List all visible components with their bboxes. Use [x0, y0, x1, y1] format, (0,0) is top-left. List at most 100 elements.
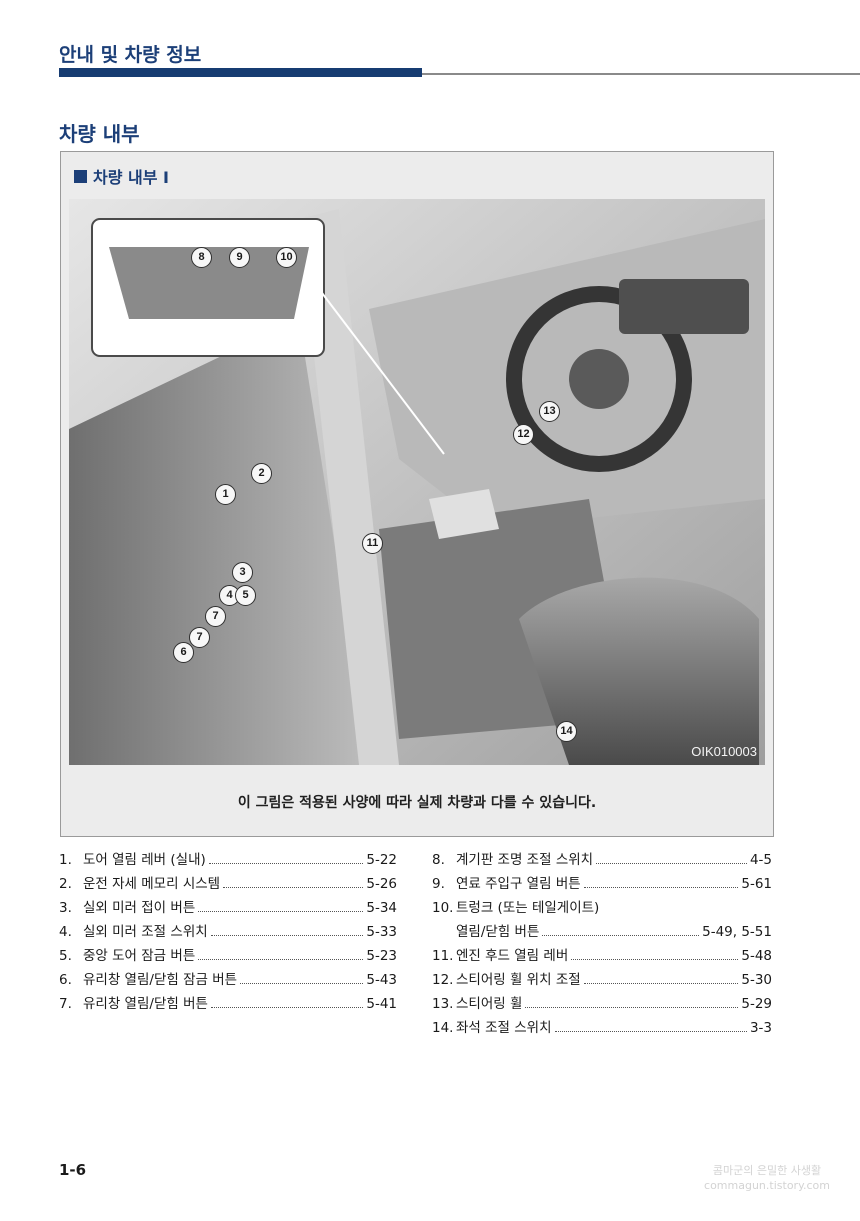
list-item: 10. 트렁크 (또는 테일게이트) [432, 896, 772, 920]
door-panel-shape [69, 319, 369, 765]
item-label: 실외 미러 조절 스위치 [83, 924, 208, 940]
item-label: 운전 자세 메모리 시스템 [83, 876, 221, 892]
item-label: 연료 주입구 열림 버튼 [456, 876, 581, 892]
item-label: 도어 열림 레버 (실내) [83, 852, 206, 868]
item-page: 5-61 [741, 876, 772, 892]
item-page: 5-41 [366, 996, 397, 1012]
callout-7a: 7 [205, 606, 226, 627]
callout-8: 8 [191, 247, 212, 268]
item-number: 11. [432, 948, 454, 964]
item-number: 7. [59, 996, 72, 1012]
item-label: 스티어링 휠 위치 조절 [456, 972, 581, 988]
figure-label: 차량 내부 I [74, 164, 169, 188]
item-page: 5-23 [366, 948, 397, 964]
figure-box: 차량 내부 I [60, 151, 774, 837]
steering-hub-shape [569, 349, 629, 409]
list-item: 3. 실외 미러 접이 버튼 5-34 [59, 896, 397, 920]
item-label: 좌석 조절 스위치 [456, 1020, 552, 1036]
item-page: 5-49, 5-51 [702, 924, 772, 940]
item-page: 5-43 [366, 972, 397, 988]
list-item: 12. 스티어링 휠 위치 조절 5-30 [432, 968, 772, 992]
leader-dots [554, 1020, 747, 1032]
leader-dots [525, 996, 739, 1008]
item-label: 중앙 도어 잠금 버튼 [83, 948, 196, 964]
figure-caption: 이 그림은 적용된 사양에 따라 실제 차량과 다를 수 있습니다. [237, 795, 597, 811]
list-item: 8. 계기판 조명 조절 스위치 4-5 [432, 848, 772, 872]
list-item-continuation: 열림/닫힘 버튼 5-49, 5-51 [432, 920, 772, 944]
item-label: 엔진 후드 열림 레버 [456, 948, 569, 964]
list-item: 7. 유리창 열림/닫힘 버튼 5-41 [59, 992, 397, 1016]
callout-14: 14 [556, 721, 577, 742]
leader-dots [583, 876, 739, 888]
header-title: 안내 및 차량 정보 [59, 44, 202, 66]
callout-3: 3 [232, 562, 253, 583]
item-label: 트렁크 (또는 테일게이트) [456, 900, 600, 916]
leader-dots [596, 852, 747, 864]
header-rule-thick [59, 68, 422, 77]
vehicle-interior-illustration: 8 9 10 1 2 3 4 5 7 7 6 11 12 13 14 OIK01… [69, 199, 765, 765]
item-page: 5-22 [366, 852, 397, 868]
interior-drawing [69, 199, 765, 765]
leader-dots [210, 924, 364, 936]
callout-7b: 7 [189, 627, 210, 648]
item-number: 5. [59, 948, 72, 964]
list-item: 14. 좌석 조절 스위치 3-3 [432, 1016, 772, 1040]
item-number: 6. [59, 972, 72, 988]
item-number: 8. [432, 852, 445, 868]
list-item: 11. 엔진 후드 열림 레버 5-48 [432, 944, 772, 968]
item-page: 5-34 [366, 900, 397, 916]
image-code: OIK010003 [691, 744, 757, 759]
item-label: 스티어링 휠 [456, 996, 523, 1012]
section-title: 차량 내부 [59, 122, 140, 146]
callout-10: 10 [276, 247, 297, 268]
header-rule-thin [422, 73, 860, 75]
list-item: 13. 스티어링 휠 5-29 [432, 992, 772, 1016]
list-item: 5. 중앙 도어 잠금 버튼 5-23 [59, 944, 397, 968]
list-item: 4. 실외 미러 조절 스위치 5-33 [59, 920, 397, 944]
item-label: 유리창 열림/닫힘 버튼 [83, 996, 208, 1012]
inset-pointer-line [318, 288, 445, 455]
callout-6: 6 [173, 642, 194, 663]
item-number: 4. [59, 924, 72, 940]
leader-dots [210, 996, 364, 1008]
item-page: 5-48 [741, 948, 772, 964]
square-bullet-icon [74, 169, 87, 183]
leader-dots [223, 876, 364, 888]
item-label: 열림/닫힘 버튼 [456, 924, 540, 940]
item-label: 실외 미러 접이 버튼 [83, 900, 196, 916]
component-list-right: 8. 계기판 조명 조절 스위치 4-5 9. 연료 주입구 열림 버튼 5-6… [432, 848, 772, 1040]
item-page: 5-33 [366, 924, 397, 940]
leader-dots [571, 948, 739, 960]
leader-dots [542, 924, 700, 936]
leader-dots [240, 972, 364, 984]
item-number: 10. [432, 900, 454, 916]
steering-wheel-shape [506, 286, 692, 472]
inset-switch-block [109, 247, 309, 319]
item-number: 3. [59, 900, 72, 916]
item-page: 5-30 [741, 972, 772, 988]
item-number: 9. [432, 876, 445, 892]
figure-label-text: 차량 내부 I [93, 168, 169, 187]
list-item: 2. 운전 자세 메모리 시스템 5-26 [59, 872, 397, 896]
list-item: 1. 도어 열림 레버 (실내) 5-22 [59, 848, 397, 872]
callout-11: 11 [362, 533, 383, 554]
seat-shape [519, 577, 759, 765]
item-number: 2. [59, 876, 72, 892]
item-number: 13. [432, 996, 454, 1012]
callout-9: 9 [229, 247, 250, 268]
callout-13: 13 [539, 401, 560, 422]
leader-dots [198, 900, 364, 912]
list-item: 9. 연료 주입구 열림 버튼 5-61 [432, 872, 772, 896]
callout-12: 12 [513, 424, 534, 445]
leader-dots [208, 852, 364, 864]
watermark-line-2: commagun.tistory.com [704, 1179, 830, 1192]
pedals-shape [429, 489, 499, 539]
item-number: 1. [59, 852, 72, 868]
item-page: 4-5 [749, 852, 772, 868]
item-number: 12. [432, 972, 454, 988]
page-number: 1-6 [59, 1161, 87, 1179]
callout-2: 2 [251, 463, 272, 484]
callout-5: 5 [235, 585, 256, 606]
list-item: 6. 유리창 열림/닫힘 잠금 버튼 5-43 [59, 968, 397, 992]
cluster-screen-shape [619, 279, 749, 334]
